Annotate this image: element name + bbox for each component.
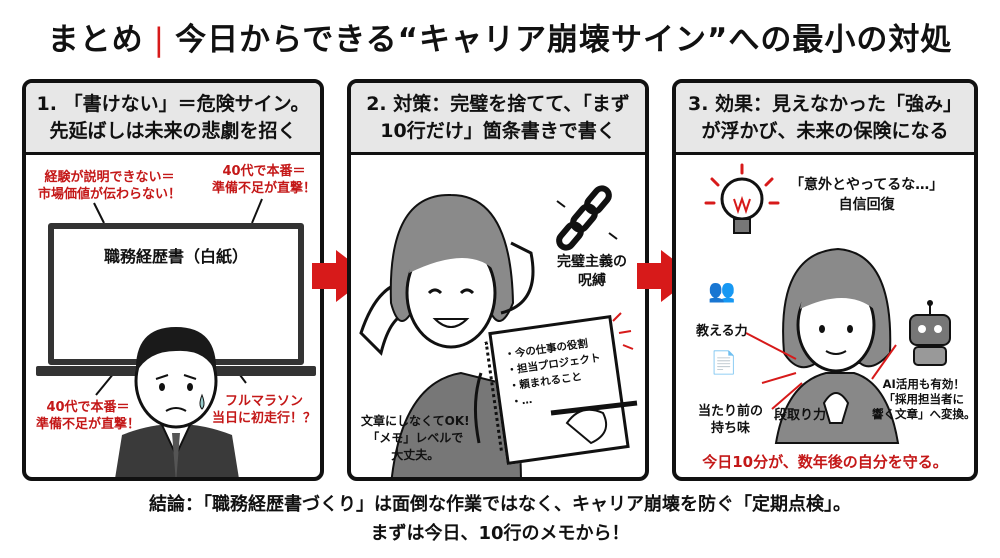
memo-ok-note-line2: 「メモ」レベルで [367, 431, 464, 445]
title-prefix: まとめ [47, 22, 144, 58]
perfectionism-label-line2: 呪縛 [578, 273, 606, 289]
label-planning: 段取り力 [774, 408, 827, 423]
note-cannot-explain-line1: 経験が説明できない＝ [44, 170, 175, 185]
memo-ok-note-line3: 大丈夫。 [391, 448, 440, 462]
conclusion-line2: まずは今日、10行のメモから！ [370, 523, 630, 544]
page-title: まとめ|今日からできる“キャリア崩壊サイン”への最小の対処 [0, 14, 1000, 59]
label-natural-strength-line1: 当たり前の [698, 404, 764, 419]
lightbulb-icon [704, 163, 780, 234]
confidence-note-line2: 自信回復 [838, 197, 895, 213]
note-marathon-line2: 当日に初走行！？ [212, 411, 317, 426]
note-40s-bottom-line1: 40代で本番＝ [46, 400, 130, 415]
confidence-note-line1: 「意外とやってるな…」 [790, 177, 944, 193]
panel-effect: 3. 効果：見えなかった「強み」 が浮かび、未来の保険になる 「意外とやってるな… [672, 79, 978, 481]
conclusion-line1: 結論：「職務経歴書づくり」は面倒な作業ではなく、キャリア崩壊を防ぐ「定期点検」。 [149, 494, 851, 515]
note-40s-top-line1: 40代で本番＝ [222, 164, 306, 179]
panel-warning-sign: 1. 「書けない」＝危険サイン。 先延ばしは未来の悲劇を招く 経験が説明できない… [22, 79, 324, 481]
note-cannot-explain-line2: 市場価値が伝わらない！ [38, 187, 182, 202]
pen-hand-icon [473, 312, 638, 445]
conclusion: 結論：「職務経歴書づくり」は面倒な作業ではなく、キャリア崩壊を防ぐ「定期点検」。… [0, 490, 1000, 548]
perfectionism-label-line1: 完璧主義の [557, 254, 627, 270]
note-marathon: フルマラソン 当日に初走行！？ [212, 393, 316, 427]
note-40s-bottom: 40代で本番＝ 準備不足が直撃！ [36, 399, 140, 433]
teaching-people-icon: 👥 [708, 279, 736, 304]
label-teaching: 教える力 [696, 324, 748, 339]
panel-2-heading-line1: 2. 対策：完璧を捨てて、「まず [366, 92, 630, 115]
label-natural-strength-line2: 持ち味 [711, 421, 751, 436]
panel-3-heading-line1: 3. 効果：見えなかった「強み」 [687, 92, 963, 115]
note-40s-top: 40代で本番＝ 準備不足が直撃！ [212, 163, 316, 197]
ai-tip-note-line3: 響く文章」へ変換。 [872, 407, 976, 421]
title-main: 今日からできる“キャリア崩壊サイン”への最小の対処 [175, 22, 953, 58]
panel-1-heading: 1. 「書けない」＝危険サイン。 先延ばしは未来の悲劇を招く [26, 83, 320, 155]
document-hand-icon: 📄 [710, 351, 738, 376]
confidence-note: 「意外とやってるな…」 自信回復 [790, 175, 943, 215]
broken-chain-icon [556, 185, 618, 251]
relaxed-woman-illustration [359, 193, 535, 477]
note-cannot-explain: 経験が説明できない＝ 市場価値が伝わらない！ [38, 169, 181, 203]
ai-tip-note: AI活用も有効！ 「採用担当者に 響く文章」へ変換。 [872, 377, 976, 422]
robot-icon [909, 300, 951, 366]
title-separator: | [153, 22, 166, 58]
note-40s-bottom-line2: 準備不足が直撃！ [36, 417, 141, 432]
label-natural-strength: 当たり前の 持ち味 [698, 403, 763, 437]
blank-resume-title: 職務経歴書（白紙） [103, 247, 248, 266]
perfectionism-label: 完璧主義の 呪縛 [557, 253, 627, 291]
panel-countermeasure: 2. 対策：完璧を捨てて、「まず 10行だけ」箇条書きで書く 完璧主義の 呪縛 … [347, 79, 649, 481]
panel-2-heading-line2: 10行だけ」箇条書きで書く [380, 119, 616, 142]
confident-woman-illustration [774, 247, 900, 444]
worried-man-illustration [115, 327, 239, 477]
panel-3-footer: 今日10分が、数年後の自分を守る。 [702, 453, 948, 471]
memo-ok-note: 文章にしなくてOK! 「メモ」レベルで 大丈夫。 [361, 413, 470, 464]
note-40s-top-line2: 準備不足が直撃！ [212, 181, 317, 196]
ai-tip-note-line1: AI活用も有効！ [882, 377, 965, 391]
memo-ok-note-line1: 文章にしなくてOK! [361, 414, 470, 428]
panel-2-heading: 2. 対策：完璧を捨てて、「まず 10行だけ」箇条書きで書く [351, 83, 645, 155]
panel-1-heading-line2: 先延ばしは未来の悲劇を招く [49, 119, 297, 142]
panel-1-heading-line1: 1. 「書けない」＝危険サイン。 [36, 92, 310, 115]
ai-tip-note-line2: 「採用担当者に [883, 392, 965, 406]
panel-3-heading: 3. 効果：見えなかった「強み」 が浮かび、未来の保険になる [676, 83, 974, 155]
note-marathon-line1: フルマラソン [225, 394, 304, 409]
strength-pointer-lines [745, 332, 897, 410]
panel-3-heading-line2: が浮かび、未来の保険になる [701, 119, 949, 142]
